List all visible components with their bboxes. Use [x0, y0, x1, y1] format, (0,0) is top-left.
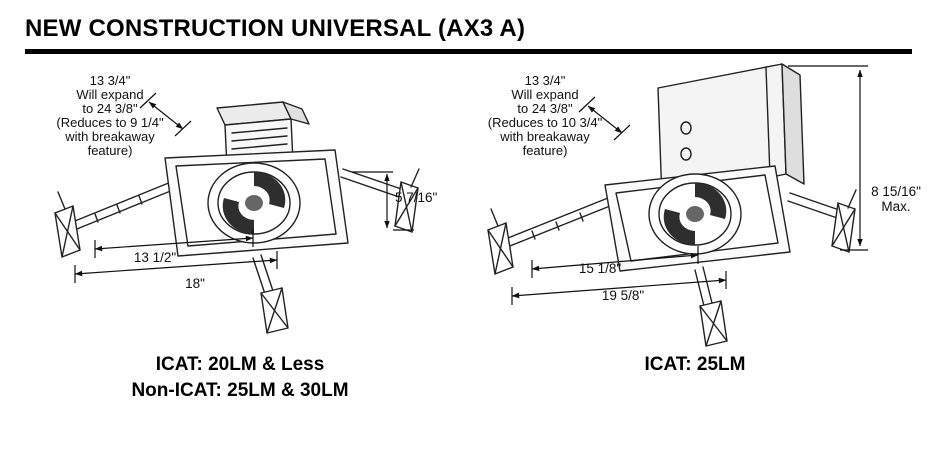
height-dimension-line — [788, 65, 868, 251]
junction-box — [216, 101, 310, 169]
figure-caption: ICAT: 25LM — [460, 352, 930, 378]
note-line: 13 3/4" — [524, 73, 566, 88]
note-line: (Reduces to 10 3/4" — [487, 115, 603, 130]
note-line: with breakaway — [500, 129, 590, 144]
dimension-lines-right — [511, 65, 868, 305]
note-line: Will expand — [511, 87, 579, 102]
title-block: NEW CONSTRUCTION UNIVERSAL (AX3 A) — [25, 14, 912, 54]
housing-box — [657, 63, 805, 201]
dimension-lines-left — [74, 92, 414, 283]
inner-width-dimension-label: 13 1/2" — [133, 250, 177, 265]
expansion-dimension-arrow — [578, 96, 631, 141]
note-line: Will expand — [76, 87, 144, 102]
outer-width-dimension-line — [74, 251, 278, 283]
figure-icat-25lm: 13 3/4" Will expand to 24 3/8" (Reduces … — [460, 62, 930, 447]
caption-line: ICAT: 25LM — [644, 354, 746, 375]
fixture-drawing-right — [487, 63, 868, 347]
figure-caption: ICAT: 20LM & Less Non-ICAT: 25LM & 30LM — [25, 352, 455, 404]
fixture-drawing-left — [54, 92, 420, 334]
inner-width-dimension-line — [531, 246, 699, 278]
expansion-dimension-arrow — [139, 92, 192, 137]
light-aperture — [207, 162, 301, 244]
expansion-note: 13 3/4" Will expand to 24 3/8" (Reduces … — [470, 74, 620, 158]
outer-width-dimension-label: 19 5/8" — [601, 288, 645, 303]
hanger-bar-right — [787, 189, 857, 253]
note-line: feature) — [522, 143, 568, 158]
page-title: NEW CONSTRUCTION UNIVERSAL (AX3 A) — [25, 15, 526, 42]
outer-width-dimension-line — [511, 271, 727, 305]
height-dimension-value: 8 15/16" — [871, 184, 921, 199]
figure-icat-20lm: 13 3/4" Will expand to 24 3/8" (Reduces … — [25, 62, 455, 447]
light-aperture — [648, 173, 742, 255]
note-line: to 24 3/8" — [517, 101, 573, 116]
expansion-note: 13 3/4" Will expand to 24 3/8" (Reduces … — [35, 74, 185, 158]
hanger-bar-left — [487, 197, 611, 275]
hanger-bar-left — [54, 181, 174, 258]
note-line: to 24 3/8" — [82, 101, 138, 116]
note-line: with breakaway — [65, 129, 155, 144]
inner-width-dimension-line — [94, 229, 254, 258]
note-line: 13 3/4" — [89, 73, 131, 88]
inner-width-dimension-label: 15 1/8" — [578, 261, 622, 276]
title-underline — [25, 49, 912, 54]
caption-line: Non-ICAT: 25LM & 30LM — [131, 380, 349, 401]
hanger-bar-right — [340, 168, 420, 233]
height-dimension-note: Max. — [881, 199, 911, 214]
caption-line: ICAT: 20LM & Less — [155, 354, 325, 375]
note-line: (Reduces to 9 1/4" — [56, 115, 164, 130]
front-mounting-foot — [252, 254, 289, 334]
front-mounting-foot — [694, 266, 728, 347]
height-dimension-line — [352, 171, 414, 231]
note-line: feature) — [87, 143, 133, 158]
height-dimension-label: 8 15/16" Max. — [864, 184, 928, 214]
height-dimension-label: 5 7/16" — [395, 190, 438, 205]
outer-width-dimension-label: 18" — [185, 276, 205, 291]
